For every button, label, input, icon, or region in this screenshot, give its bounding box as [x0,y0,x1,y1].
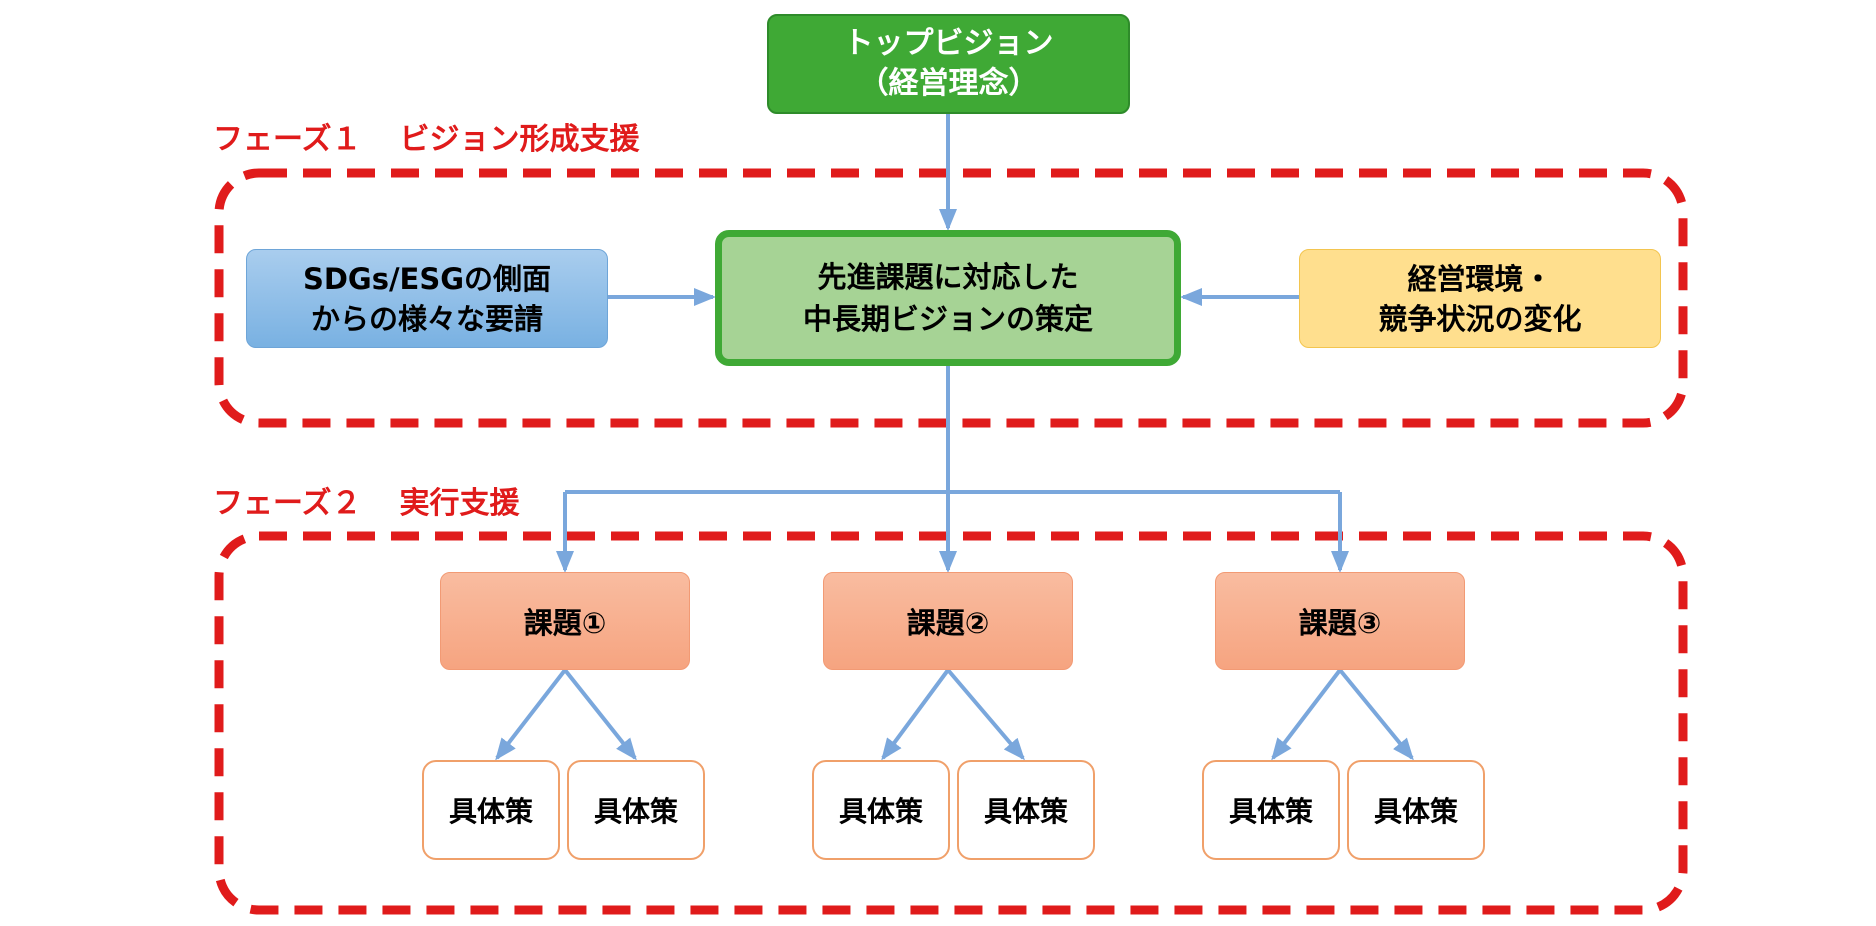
mid-long-term-vision-box: 先進課題に対応した 中長期ビジョンの策定 [715,230,1181,366]
issue-box-1: 課題① [440,572,690,670]
issue-box-2: 課題② [823,572,1073,670]
sdgs-line1: SDGs/ESGの側面 [302,261,552,296]
business-environment-box: 経営環境・ 競争状況の変化 [1299,249,1661,348]
issue-label: 課題③ [1298,606,1382,640]
measure-box-1a: 具体策 [422,760,560,860]
vision-plan-line1: 先進課題に対応した [817,260,1079,294]
measure-box-1b: 具体策 [567,760,705,860]
measure-label: 具体策 [593,795,678,828]
measure-label: 具体策 [1373,795,1458,828]
phase1-title: ビジョン形成支援 [399,122,640,157]
top-vision-title: トップビジョン [843,26,1054,61]
phase1-number: フェーズ１ [213,122,362,157]
measure-box-3b: 具体策 [1347,760,1485,860]
vision-plan-line2: 中長期ビジョンの策定 [802,302,1093,336]
arrow-issue1-measure-left [495,668,567,761]
measure-label: 具体策 [1228,795,1313,828]
phase2-frame [214,531,1688,915]
top-vision-subtitle: （経営理念） [858,66,1039,101]
issue-label: 課題② [906,606,990,640]
measure-label: 具体策 [983,795,1068,828]
measure-box-2a: 具体策 [812,760,950,860]
arrow-issue3-measure-right [1338,668,1414,761]
arrow-issue2-measure-left [881,668,950,761]
arrow-issue1-measure-right [563,668,637,761]
arrow-issue2-measure-right [946,668,1025,761]
phase2-number: フェーズ２ [213,486,362,521]
sdgs-line2: からの様々な要請 [310,301,543,336]
arrow-issue3-measure-left [1271,668,1342,761]
measure-box-2b: 具体策 [957,760,1095,860]
phase2-title: 実行支援 [399,486,520,521]
measure-label: 具体策 [448,795,533,828]
top-vision-box: トップビジョン （経営理念） [767,14,1130,114]
issue-box-3: 課題③ [1215,572,1465,670]
environment-line1: 経営環境・ [1407,261,1553,296]
environment-line2: 競争状況の変化 [1378,301,1582,336]
issue-label: 課題① [523,606,607,640]
measure-label: 具体策 [838,795,923,828]
measure-box-3a: 具体策 [1202,760,1340,860]
phase2-label: フェーズ２ 実行支援 [213,478,520,522]
sdgs-esg-box: SDGs/ESGの側面 からの様々な要請 [246,249,608,348]
phase1-label: フェーズ１ ビジョン形成支援 [213,114,640,158]
